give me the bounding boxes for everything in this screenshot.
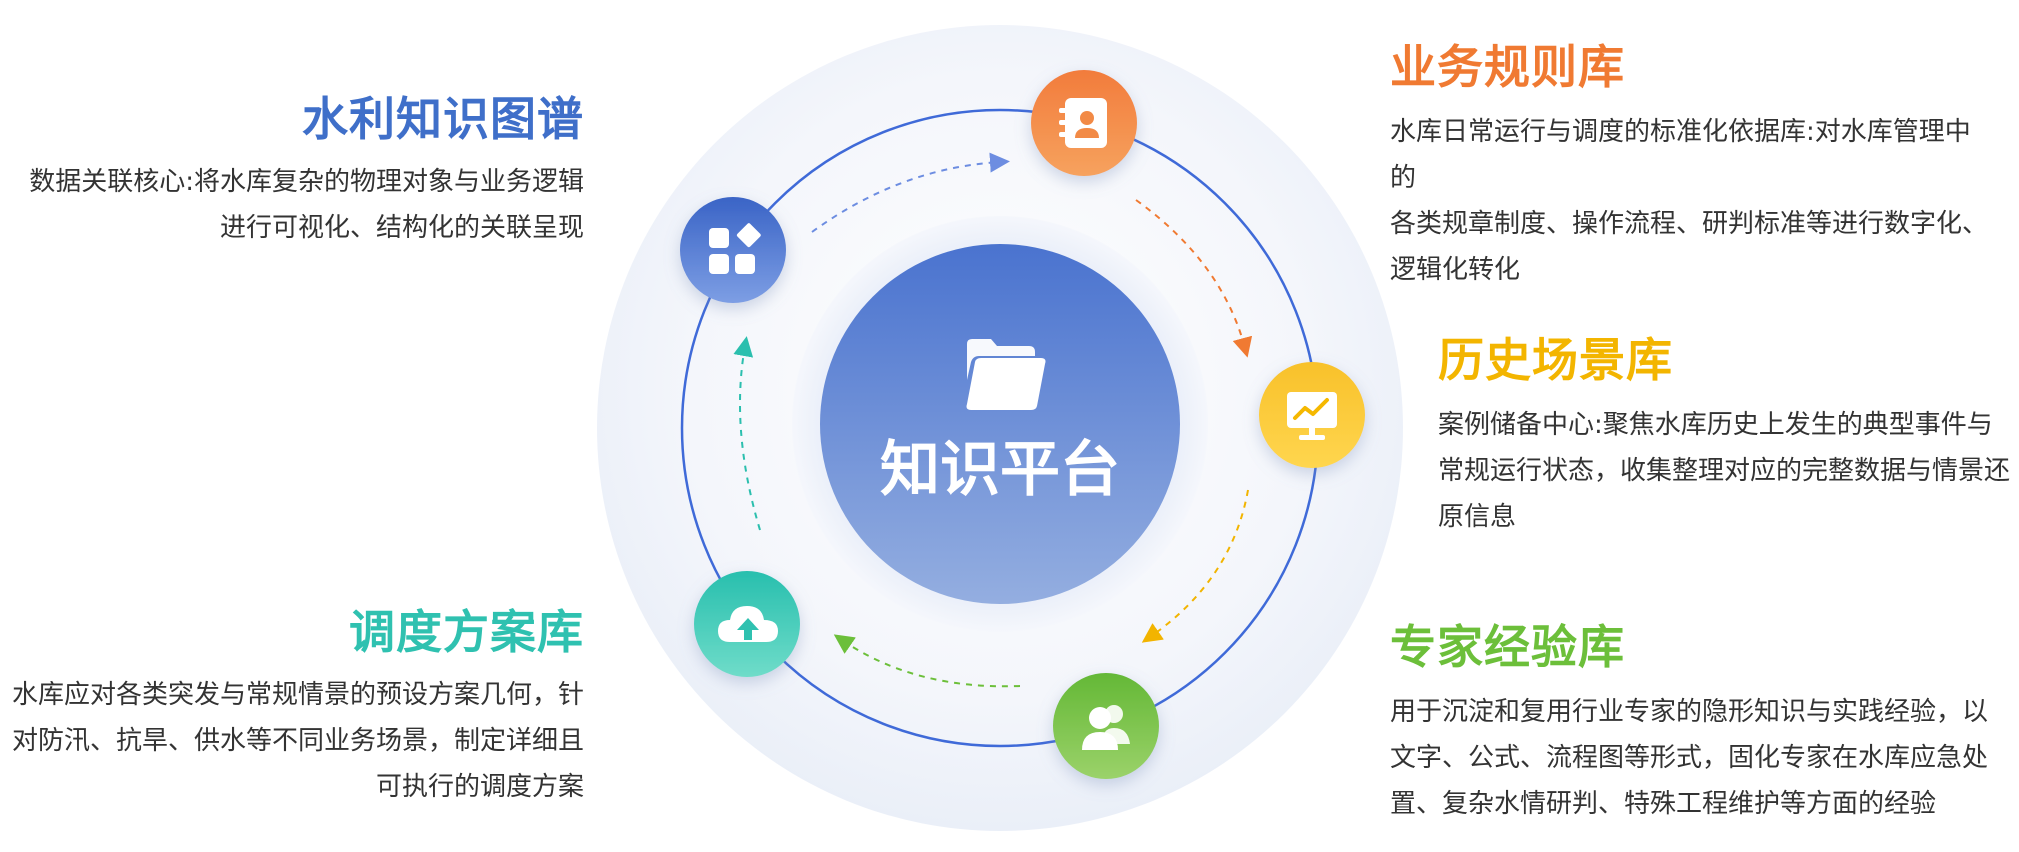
block-plan: 调度方案库 水库应对各类突发与常规情景的预设方案几何，针 对防汛、抗旱、供水等不… (0, 605, 584, 810)
cloud-upload-icon (718, 606, 778, 642)
monitor-chart-icon (1287, 392, 1337, 440)
plan-desc-line-1: 水库应对各类突发与常规情景的预设方案几何，针 (11, 680, 584, 711)
node-plan[interactable] (694, 571, 800, 677)
contact-book-icon (1059, 98, 1107, 148)
users-icon (1082, 705, 1130, 750)
arrow-history-to-expert (1141, 489, 1249, 643)
rules-title: 业务规则库 (1390, 40, 1625, 94)
block-history: 历史场景库 案例储备中心:聚焦水库历史上发生的典型事件与 常规运行状态，收集整理… (1438, 333, 2018, 540)
arrow-plan-to-graph (733, 336, 761, 531)
rules-desc-line-3: 逻辑化转化 (1390, 255, 1521, 286)
node-graph[interactable] (680, 197, 786, 303)
graph-desc-line-1: 数据关联核心:将水库复杂的物理对象与业务逻辑 (29, 167, 584, 198)
center-title: 知识平台 (880, 435, 1120, 505)
rules-desc-line-1: 水库日常运行与调度的标准化依据库:对水库管理中的 (1390, 117, 1971, 194)
expert-desc-line-1: 用于沉淀和复用行业专家的隐形知识与实践经验，以 (1390, 697, 1989, 728)
history-desc-line-3: 原信息 (1438, 502, 1517, 533)
plan-desc-line-3: 可执行的调度方案 (375, 772, 584, 803)
expert-title: 专家经验库 (1390, 620, 1625, 674)
expert-desc-line-3: 置、复杂水情研判、特殊工程维护等方面的经验 (1390, 789, 1937, 820)
history-desc-line-2: 常规运行状态，收集整理对应的完整数据与情景还 (1438, 456, 2011, 487)
block-expert: 专家经验库 用于沉淀和复用行业专家的隐形知识与实践经验，以 文字、公式、流程图等… (1390, 620, 1990, 827)
rules-desc-line-2: 各类规章制度、操作流程、研判标准等进行数字化、 (1390, 209, 1989, 240)
center-disc (820, 244, 1180, 604)
arrow-rules-to-history (1135, 199, 1253, 358)
arrow-expert-to-plan (833, 634, 1021, 688)
block-graph: 水利知识图谱 数据关联核心:将水库复杂的物理对象与业务逻辑 进行可视化、结构化的… (0, 92, 584, 251)
arrow-graph-to-rules (811, 152, 1010, 233)
expert-desc-line-2: 文字、公式、流程图等形式，固化专家在水库应急处 (1390, 743, 1989, 774)
plan-title: 调度方案库 (349, 605, 584, 659)
node-history[interactable] (1259, 362, 1365, 468)
block-rules: 业务规则库 水库日常运行与调度的标准化依据库:对水库管理中的 各类规章制度、操作… (1390, 40, 1990, 293)
graph-desc-line-2: 进行可视化、结构化的关联呈现 (219, 213, 584, 244)
node-rules[interactable] (1031, 70, 1137, 176)
history-title: 历史场景库 (1438, 333, 1673, 387)
apps-grid-icon (709, 223, 761, 274)
folder-icon (966, 339, 1046, 410)
plan-desc-line-2: 对防汛、抗旱、供水等不同业务场景，制定详细且 (11, 726, 584, 757)
node-expert[interactable] (1053, 673, 1159, 779)
history-desc-line-1: 案例储备中心:聚焦水库历史上发生的典型事件与 (1438, 410, 1993, 441)
graph-title: 水利知识图谱 (302, 92, 584, 146)
